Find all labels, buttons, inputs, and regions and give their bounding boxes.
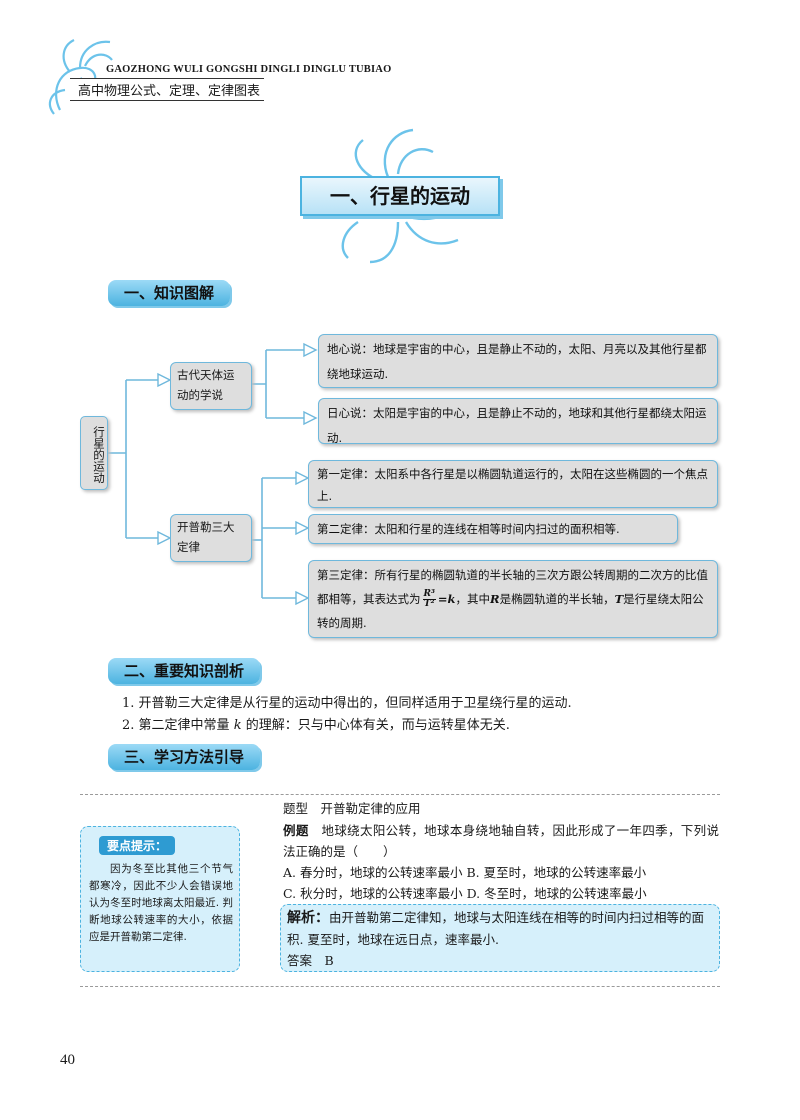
example-topic: 题型 开普勒定律的应用 xyxy=(283,801,421,816)
section-heading-study-method: 三、学习方法引导 xyxy=(108,744,261,770)
section-heading-key-analysis: 二、重要知识剖析 xyxy=(108,658,261,684)
analysis-point-2-b: 的理解：只与中心体有关，而与运转星体无关. xyxy=(245,718,510,733)
example-options-row-1: A. 春分时，地球的公转速率最小 B. 夏至时，地球的公转速率最小 xyxy=(283,862,719,883)
answer-label: 答案 xyxy=(287,953,313,968)
answer-line: 答案 B xyxy=(287,950,713,971)
law3-equals-k: =k xyxy=(437,592,456,606)
law3-text-a: 第三定律：所有行星的椭圆轨道的半长轴的三次方跟公转周期的二次方的比值都相等，其表… xyxy=(317,568,708,606)
dashed-divider-bottom xyxy=(80,986,720,987)
mindmap-item-kepler-second-law: 第二定律：太阳和行星的连线在相等时间内扫过的面积相等. xyxy=(308,514,678,544)
analysis-box: 解析：由开普勒第二定律知，地球与太阳连线在相等的时间内扫过相等的面积. 夏至时，… xyxy=(280,904,720,972)
mindmap-branch-ancient-theories: 古代天体运动的学说 xyxy=(170,362,252,410)
tip-box: 要点提示： 因为冬至比其他三个节气都寒冷，因此不少人会错误地认为冬至时地球离太阳… xyxy=(80,826,240,972)
mindmap-item-kepler-third-law: 第三定律：所有行星的椭圆轨道的半长轴的三次方跟公转周期的二次方的比值都相等，其表… xyxy=(308,560,718,638)
running-title-chinese: 高中物理公式、定理、定律图表 xyxy=(70,78,265,101)
example-label: 例题 xyxy=(283,823,309,838)
law3-text-c: 是椭圆轨道的半长轴， xyxy=(499,592,615,606)
section-heading-knowledge-diagram: 一、知识图解 xyxy=(108,280,231,306)
analysis-point-2: 2. 第二定律中常量 k 的理解：只与中心体有关，而与运转星体无关. xyxy=(122,714,510,733)
analysis-text: 由开普勒第二定律知，地球与太阳连线在相等的时间内扫过相等的面积. 夏至时，地球在… xyxy=(287,910,705,947)
tip-label: 要点提示： xyxy=(99,836,176,855)
page-number: 40 xyxy=(60,1052,75,1068)
example-options-row-2: C. 秋分时，地球的公转速率最小 D. 冬至时，地球的公转速率最小 xyxy=(283,883,719,904)
running-title-english: GAOZHONG WULI GONGSHI DINGLI DINGLU TUBI… xyxy=(106,64,392,75)
analysis-point-2-a: 2. 第二定律中常量 xyxy=(122,718,230,733)
dashed-divider-top xyxy=(80,794,720,795)
example-text: 地球绕太阳公转，地球本身绕地轴自转，因此形成了一年四季，下列说法正确的是（ ） xyxy=(283,823,719,859)
option-c: C. 秋分时，地球的公转速率最小 xyxy=(283,886,463,901)
analysis-point-2-k: k xyxy=(233,718,242,733)
chapter-title: 一、行星的运动 xyxy=(300,176,500,216)
option-a: A. 春分时，地球的公转速率最小 xyxy=(283,865,463,880)
analysis-paragraph: 解析：由开普勒第二定律知，地球与太阳连线在相等的时间内扫过相等的面积. 夏至时，… xyxy=(287,907,713,950)
mindmap-branch-kepler-laws: 开普勒三大定律 xyxy=(170,514,252,562)
mindmap-item-heliocentric: 日心说：太阳是宇宙的中心，且是静止不动的，地球和其他行星都绕太阳运动. xyxy=(318,398,718,445)
law3-symbol-r: R xyxy=(490,592,500,606)
tip-text: 因为冬至比其他三个节气都寒冷，因此不少人会错误地认为冬至时地球离太阳最近. 判断… xyxy=(89,863,233,943)
answer-value: B xyxy=(324,953,334,968)
analysis-point-1: 1. 开普勒三大定律是从行星的运动中得出的，但同样适用于卫星绕行星的运动. xyxy=(122,696,572,711)
law3-text-d: 是行星绕太阳公转的周期. xyxy=(317,592,704,630)
mindmap-root: 行星的运动 xyxy=(80,416,108,490)
law3-denominator: T² xyxy=(423,599,435,609)
mindmap-item-kepler-first-law: 第一定律：太阳系中各行星是以椭圆轨道运行的，太阳在这些椭圆的一个焦点上. xyxy=(308,460,718,508)
analysis-label: 解析： xyxy=(287,910,329,926)
law3-numerator: R³ xyxy=(422,589,436,600)
law3-symbol-t: T xyxy=(614,592,624,606)
law3-text-b: ，其中 xyxy=(455,592,491,606)
option-b: B. 夏至时，地球的公转速率最小 xyxy=(466,865,647,880)
mindmap-item-geocentric: 地心说：地球是宇宙的中心，且是静止不动的，太阳、月亮以及其他行星都绕地球运动. xyxy=(318,334,718,388)
option-d: D. 冬至时，地球的公转速率最小 xyxy=(466,886,647,901)
example-question: 例题 地球绕太阳公转，地球本身绕地轴自转，因此形成了一年四季，下列说法正确的是（… xyxy=(283,820,719,862)
